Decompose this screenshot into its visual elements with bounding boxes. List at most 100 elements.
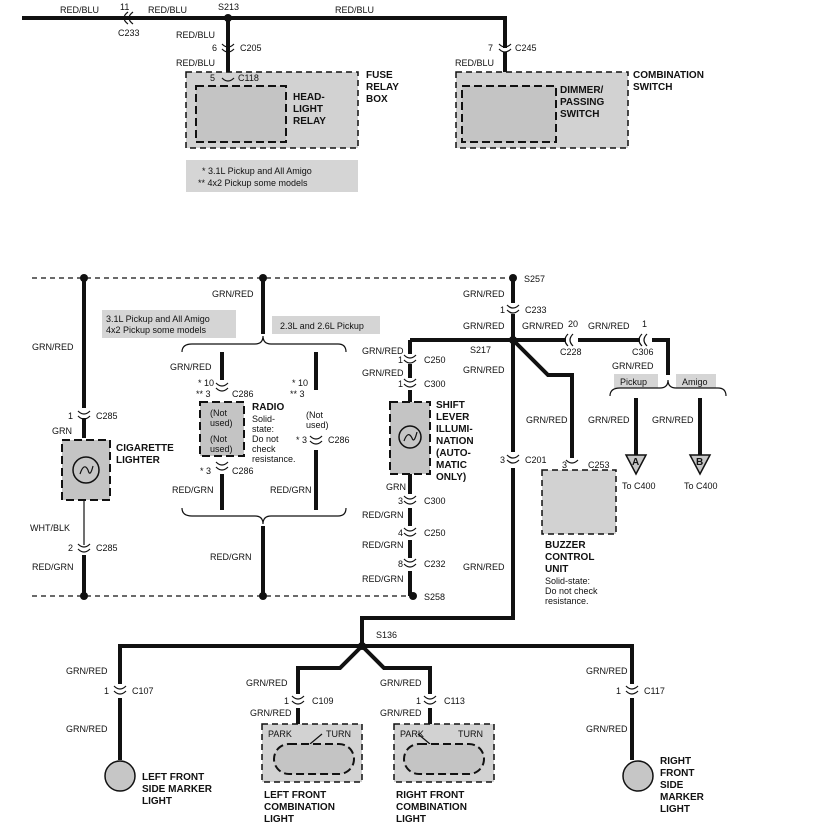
left-combination-label: LIGHT bbox=[264, 814, 294, 825]
buzzer-note: resistance. bbox=[545, 596, 589, 606]
connector-label: C286 bbox=[328, 435, 350, 445]
pin-number: 1 bbox=[500, 305, 505, 315]
buzzer-label: BUZZER bbox=[545, 540, 586, 551]
wire-label: RED/BLU bbox=[176, 58, 215, 68]
pin-number: 1 bbox=[398, 379, 403, 389]
buzzer-label: CONTROL bbox=[545, 552, 594, 563]
left-combination-wire bbox=[296, 644, 364, 694]
lighter-element-icon bbox=[72, 456, 100, 484]
wire-label: GRN/RED bbox=[246, 678, 288, 688]
wire-label: GRN/RED bbox=[362, 368, 404, 378]
right-combination-label: LIGHT bbox=[396, 814, 426, 825]
right-marker-label: FRONT bbox=[660, 768, 694, 779]
connector-label: C117 bbox=[644, 686, 665, 696]
connector-label: C250 bbox=[424, 355, 446, 365]
pin-number: * 10 bbox=[292, 378, 308, 388]
shift-lamp-filament-icon bbox=[403, 431, 418, 442]
left-marker-wire bbox=[118, 644, 362, 684]
pin-number: 3 bbox=[398, 496, 403, 506]
connector-b-triangle bbox=[688, 454, 712, 476]
pin-number: 8 bbox=[398, 559, 403, 569]
shift-lever-label: ILLUMI- bbox=[436, 424, 473, 435]
connector-label: C109 bbox=[312, 696, 334, 706]
buzzer-control-unit bbox=[541, 469, 617, 535]
headlight-relay bbox=[195, 85, 287, 143]
pin-number: 11 bbox=[120, 2, 129, 12]
right-combination-label: RIGHT FRONT bbox=[396, 790, 464, 801]
wire-label: GRN/RED bbox=[586, 666, 628, 676]
pin-number: 1 bbox=[416, 696, 421, 706]
pin-number: 2 bbox=[68, 543, 73, 553]
connector-label: C285 bbox=[96, 411, 118, 421]
radio-model-note bbox=[102, 310, 236, 338]
wire-label: GRN/RED bbox=[463, 321, 505, 331]
pin-number: 7 bbox=[488, 43, 493, 53]
to-c400-label: To C400 bbox=[684, 481, 718, 491]
dimmer-switch-label: PASSING bbox=[560, 97, 604, 108]
connector-c118-symbol bbox=[221, 77, 235, 82]
wire-label: GRN/RED bbox=[212, 289, 254, 299]
right-marker-wire bbox=[362, 644, 634, 684]
left-turn-lead bbox=[309, 733, 323, 745]
cigarette-lighter-label: LIGHTER bbox=[116, 455, 161, 466]
wire-label: GRN/RED bbox=[463, 365, 505, 375]
left-side-marker-bulb-icon bbox=[104, 760, 136, 792]
to-c400-label: To C400 bbox=[622, 481, 656, 491]
shift-lever-label: (AUTO- bbox=[436, 448, 471, 459]
shift-lever-label: MATIC bbox=[436, 460, 467, 471]
connector-c233-symbol bbox=[123, 11, 134, 25]
radio-brace-top bbox=[181, 335, 347, 353]
note-line: 3.1L Pickup and All Amigo bbox=[106, 314, 210, 324]
wire-label: GRN/RED bbox=[380, 708, 422, 718]
shift-lever-label: NATION bbox=[436, 436, 474, 447]
dimmer-passing-switch bbox=[461, 85, 557, 143]
connector-c233-symbol bbox=[506, 304, 520, 314]
headlight-relay-label: RELAY bbox=[293, 116, 326, 127]
not-used-label: (Not bbox=[306, 410, 324, 420]
pin-number: 1 bbox=[284, 696, 289, 706]
buzzer-note: Solid-state: bbox=[545, 576, 590, 586]
connector-label: C232 bbox=[424, 559, 446, 569]
wire-label: RED/GRN bbox=[172, 485, 214, 495]
pin-number: 1 bbox=[398, 355, 403, 365]
wire-label: RED/GRN bbox=[362, 510, 404, 520]
splice-label: S257 bbox=[524, 274, 545, 284]
pin-number: 4 bbox=[398, 528, 403, 538]
wire-label: GRN bbox=[386, 482, 406, 492]
buzzer-note: Do not check bbox=[545, 586, 598, 596]
connector-c253-symbol bbox=[565, 459, 579, 464]
pin-number: * 3 bbox=[296, 435, 307, 445]
dimmer-switch-label: DIMMER/ bbox=[560, 85, 604, 96]
connector-label: C306 bbox=[632, 347, 654, 357]
cigarette-lighter-label: CIGARETTE bbox=[116, 443, 174, 454]
right-marker-label: LIGHT bbox=[660, 804, 690, 815]
pin-number: 6 bbox=[212, 43, 217, 53]
note-line: 2.3L and 2.6L Pickup bbox=[280, 321, 364, 331]
wire-label: GRN/RED bbox=[526, 415, 568, 425]
wire-label: WHT/BLK bbox=[30, 523, 70, 533]
left-marker-label: LIGHT bbox=[142, 796, 172, 807]
not-used-label: used) bbox=[210, 444, 233, 454]
wire-label: GRN/RED bbox=[652, 415, 694, 425]
wire-label: RED/BLU bbox=[455, 58, 494, 68]
connector-label: C286 bbox=[232, 389, 254, 399]
connector-label: C286 bbox=[232, 466, 254, 476]
grn-red-horizontal-wire bbox=[652, 338, 670, 375]
connector-label: C285 bbox=[96, 543, 118, 553]
fuse-relay-box-label: FUSE bbox=[366, 70, 393, 81]
wire-label: RED/GRN bbox=[362, 540, 404, 550]
not-used-label: (Not bbox=[210, 434, 228, 444]
wire-label: RED/BLU bbox=[335, 5, 374, 15]
connector-c286-symbol bbox=[309, 435, 323, 445]
pin-number: 5 bbox=[210, 73, 215, 83]
connector-label: C300 bbox=[424, 379, 446, 389]
connector-c117-symbol bbox=[625, 685, 639, 695]
wire-label: GRN/RED bbox=[586, 724, 628, 734]
pin-number: 3 bbox=[562, 460, 567, 470]
note-line: 4x2 Pickup some models bbox=[106, 325, 207, 335]
connector-c228-symbol bbox=[564, 333, 574, 347]
wire-label: GRN/RED bbox=[588, 415, 630, 425]
connector-label: C233 bbox=[525, 305, 547, 315]
park-label: PARK bbox=[400, 729, 424, 739]
connector-c285-symbol bbox=[77, 410, 91, 420]
